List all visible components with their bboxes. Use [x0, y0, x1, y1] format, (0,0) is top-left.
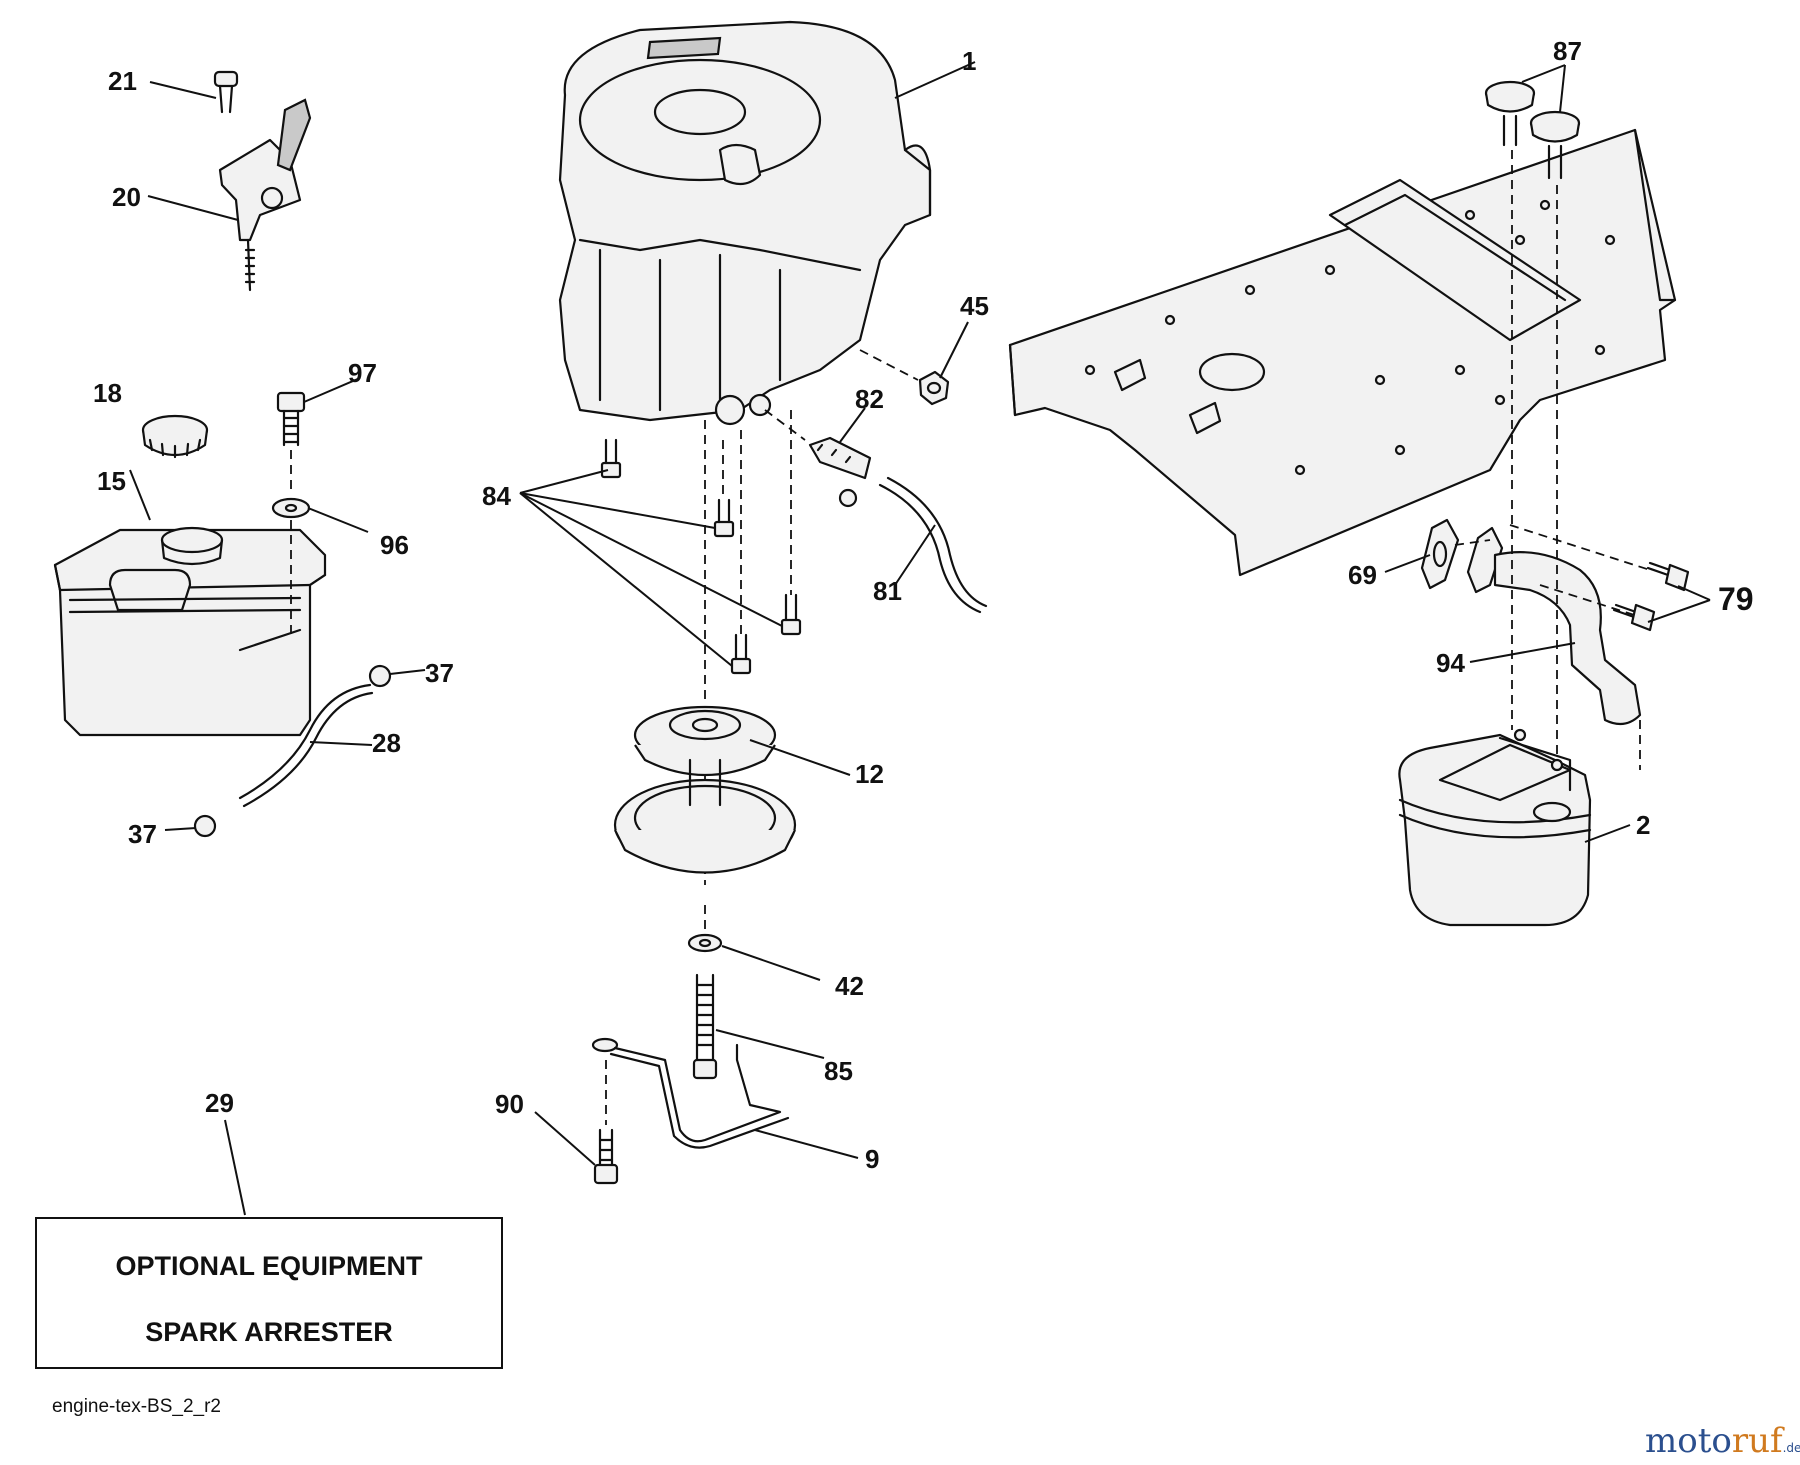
callout-42: 42	[835, 971, 864, 1001]
callout-2: 2	[1636, 810, 1650, 840]
chassis-plate-part	[1008, 128, 1677, 577]
callout-96: 96	[380, 530, 409, 560]
fuel-line-part	[238, 683, 374, 808]
callout-29: 29	[205, 1088, 234, 1118]
callout-87: 87	[1553, 36, 1582, 66]
callout-9: 9	[865, 1144, 879, 1174]
tank-bolt-part	[276, 391, 306, 447]
optional-equipment-label: OPTIONAL EQUIPMENT	[115, 1251, 423, 1281]
knob-part	[1484, 80, 1581, 180]
callout-21: 21	[108, 66, 137, 96]
callout-81: 81	[873, 576, 902, 606]
bracket-part	[591, 1037, 790, 1149]
pulley-part	[613, 705, 797, 874]
callout-85: 85	[824, 1056, 853, 1086]
callout-18: 18	[93, 378, 122, 408]
callout-82: 82	[855, 384, 884, 414]
bracket-bolt-part	[593, 1128, 619, 1185]
pulley-washer-part	[687, 933, 723, 953]
leader-lines	[129, 61, 1711, 1216]
chassis-holes	[1084, 199, 1616, 476]
callout-15: 15	[97, 466, 126, 496]
drawing-code: engine-tex-BS_2_r2	[52, 1396, 221, 1417]
pulley-bolt-part	[692, 973, 718, 1080]
washer-part	[271, 497, 311, 519]
optional-equipment-box: OPTIONAL EQUIPMENT SPARK ARRESTER	[35, 1217, 503, 1369]
engine-bolt-part	[600, 438, 802, 675]
exhaust-bolt-part	[1612, 561, 1690, 632]
callout-12: 12	[855, 759, 884, 789]
callout-90: 90	[495, 1089, 524, 1119]
throttle-control-part	[213, 70, 312, 292]
callout-94: 94	[1436, 648, 1465, 678]
exhaust-pipe-part	[1466, 526, 1642, 726]
callout-84: 84	[482, 481, 511, 511]
gasket-part	[1420, 518, 1460, 590]
callout-37-top: 37	[425, 658, 454, 688]
fuel-cap-part	[141, 414, 209, 459]
muffler-part	[1398, 728, 1592, 927]
spark-arrester-label: SPARK ARRESTER	[145, 1317, 393, 1347]
callout-1: 1	[962, 46, 976, 76]
callout-69: 69	[1348, 560, 1377, 590]
svg-text:motoruf.de: motoruf.de	[1645, 1421, 1800, 1461]
oil-drain-part	[808, 436, 988, 614]
callout-45: 45	[960, 291, 989, 321]
callout-20: 20	[112, 182, 141, 212]
engine-part	[558, 20, 932, 426]
hose-clamp-part	[193, 664, 392, 838]
callout-79: 79	[1718, 581, 1754, 617]
watermark-logo: motoruf.de	[1645, 1421, 1800, 1461]
callout-labels: 1 21 20 18 97 15 84 45 82 96 81 37 28 37…	[93, 36, 1754, 1174]
fuel-tank-part	[53, 526, 327, 737]
callout-97: 97	[348, 358, 377, 388]
nut-part	[918, 370, 950, 406]
callout-37-bottom: 37	[128, 819, 157, 849]
callout-28: 28	[372, 728, 401, 758]
